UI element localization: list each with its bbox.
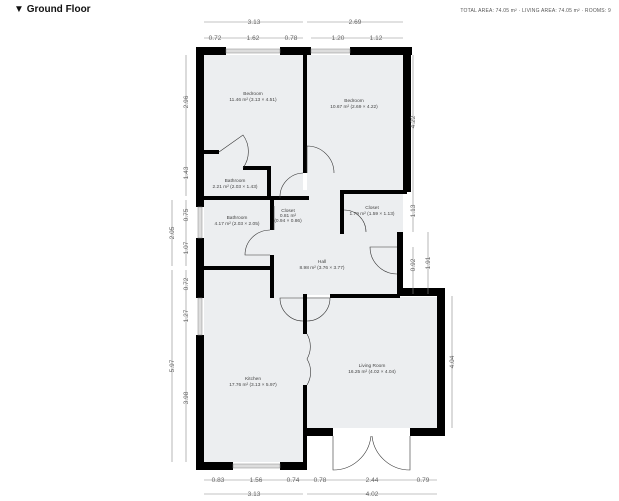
dimension-label: 2.69 xyxy=(349,19,362,26)
floor-title: Ground Floor xyxy=(26,4,91,15)
room-area: 16.25 m² (4.02 × 4.04) xyxy=(348,369,396,375)
dimension-label: 4.04 xyxy=(449,355,456,368)
room-area: 0.81 m² xyxy=(280,213,297,219)
area-stats: TOTAL AREA: 74.05 m² · LIVING AREA: 74.0… xyxy=(460,8,611,14)
room-label: Kitchen xyxy=(245,376,261,382)
room-area: 8.98 m² (3.76 × 3.77) xyxy=(300,265,345,271)
dimension-label: 2.44 xyxy=(366,477,379,484)
dimension-label: 1.56 xyxy=(250,477,263,484)
dimension-label: 0.79 xyxy=(417,477,430,484)
room-label: Bedroom xyxy=(243,91,262,97)
dimension-label: 0.72 xyxy=(209,35,222,42)
dimension-label: 1.07 xyxy=(183,241,190,254)
triangle-down-icon: ▼ xyxy=(14,4,24,15)
dimension-label: 1.20 xyxy=(332,35,345,42)
room-label: Living Room xyxy=(359,363,386,369)
doors xyxy=(218,134,411,471)
dimension-label: 3.13 xyxy=(248,19,261,26)
room-area: 4.17 m² (2.03 × 2.05) xyxy=(215,221,260,227)
dimension-label: 4.02 xyxy=(366,491,379,498)
dimension-label: 1.12 xyxy=(370,35,383,42)
dimension-label: 0.75 xyxy=(183,208,190,221)
room-label: Hall xyxy=(318,259,326,265)
dimension-label: 0.78 xyxy=(285,35,298,42)
dimension-label: 1.62 xyxy=(247,35,260,42)
dimension-lines: 3.13 2.69 0.72 1.62 0.78 1.20 1.12 2.96 … xyxy=(169,19,456,498)
dimension-label: 4.22 xyxy=(410,115,417,128)
dimension-label: 3.98 xyxy=(183,391,190,404)
room-label: Closet xyxy=(365,205,379,211)
dimension-label: 0.92 xyxy=(410,258,417,271)
room-label: Bedroom xyxy=(344,98,363,104)
dimension-label: 5.97 xyxy=(169,359,176,372)
room-area: 11.46 m² (3.13 × 4.51) xyxy=(229,97,277,103)
dimension-label: 0.83 xyxy=(212,477,225,484)
dimension-label: 1.13 xyxy=(410,204,417,217)
room-area: (0.94 × 0.86) xyxy=(274,218,302,224)
dimension-label: 1.43 xyxy=(183,166,190,179)
room-area: 1.79 m² (1.59 × 1.13) xyxy=(350,211,395,217)
dimension-label: 3.13 xyxy=(248,491,261,498)
dimension-label: 0.72 xyxy=(183,277,190,290)
walls xyxy=(196,47,445,470)
dimension-label: 1.27 xyxy=(183,309,190,322)
dimension-label: 2.96 xyxy=(183,95,190,108)
room-label: Bathroom xyxy=(227,215,248,221)
room-fills xyxy=(204,55,437,462)
dimension-label: 0.74 xyxy=(287,477,300,484)
room-label: Closet xyxy=(281,208,295,214)
windows xyxy=(197,48,351,469)
dimension-label: 1.91 xyxy=(425,256,432,269)
floor-toggle[interactable]: ▼ Ground Floor xyxy=(14,4,91,15)
room-area: 2.21 m² (2.03 × 1.43) xyxy=(213,184,258,190)
room-label: Bathroom xyxy=(225,178,246,184)
room-area: 10.67 m² (2.69 × 4.22) xyxy=(330,104,378,110)
dimension-label: 0.78 xyxy=(314,477,327,484)
dimension-label: 2.05 xyxy=(169,226,176,239)
room-area: 17.76 m² (3.13 × 5.97) xyxy=(229,382,277,388)
